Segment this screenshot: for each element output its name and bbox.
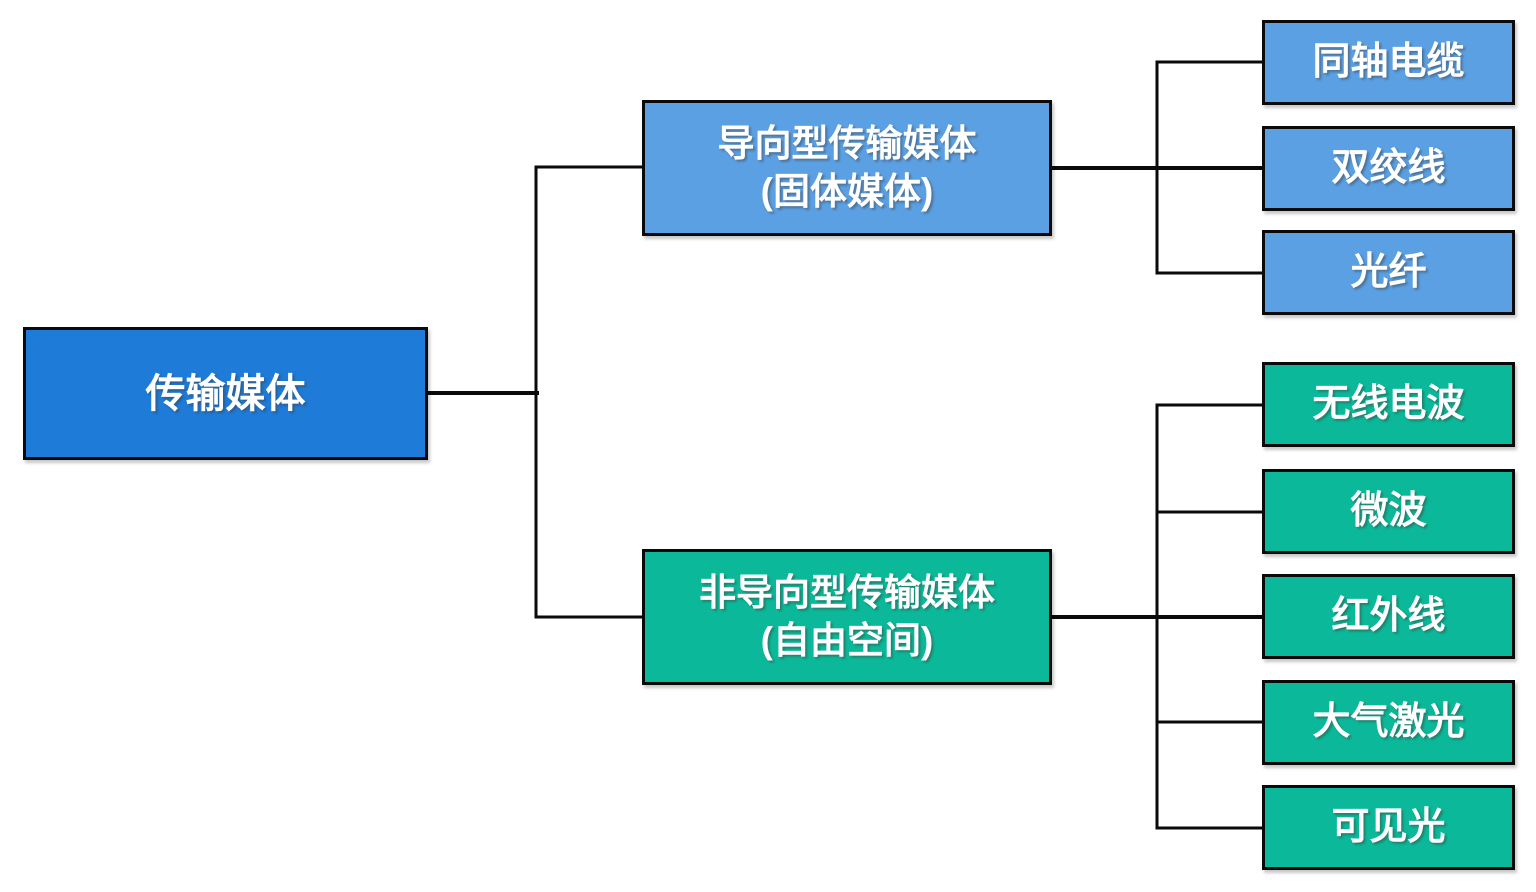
- branch-guided-label: 导向型传输媒体: [717, 122, 977, 164]
- leaf-twisted-pair-label: 双绞线: [1331, 146, 1446, 189]
- leaf-node-optical-fiber: 光纤: [1262, 230, 1515, 315]
- leaf-coaxial-cable-label: 同轴电缆: [1312, 40, 1465, 83]
- leaf-optical-fiber-label: 光纤: [1350, 250, 1427, 293]
- root-node-label: 传输媒体: [145, 371, 306, 416]
- leaf-node-atmospheric-laser: 大气激光: [1262, 680, 1515, 765]
- leaf-microwave-label: 微波: [1350, 489, 1427, 532]
- leaf-node-twisted-pair: 双绞线: [1262, 126, 1515, 211]
- leaf-node-infrared: 红外线: [1262, 574, 1515, 659]
- leaf-infrared-label: 红外线: [1331, 594, 1446, 637]
- leaf-node-coaxial-cable: 同轴电缆: [1262, 20, 1515, 105]
- branch-node-guided-media: 导向型传输媒体 (固体媒体): [642, 100, 1052, 236]
- leaf-atmospheric-laser-label: 大气激光: [1312, 700, 1465, 743]
- branch-node-unguided-media: 非导向型传输媒体 (自由空间): [642, 549, 1052, 685]
- leaf-node-visible-light: 可见光: [1262, 785, 1515, 870]
- leaf-radio-wave-label: 无线电波: [1312, 382, 1465, 425]
- leaf-node-radio-wave: 无线电波: [1262, 362, 1515, 447]
- root-node-transmission-media: 传输媒体: [23, 327, 428, 460]
- leaf-visible-light-label: 可见光: [1331, 805, 1446, 848]
- branch-unguided-sublabel: (自由空间): [760, 620, 934, 661]
- leaf-node-microwave: 微波: [1262, 469, 1515, 554]
- branch-unguided-label: 非导向型传输媒体: [699, 571, 995, 613]
- branch-guided-sublabel: (固体媒体): [760, 171, 934, 212]
